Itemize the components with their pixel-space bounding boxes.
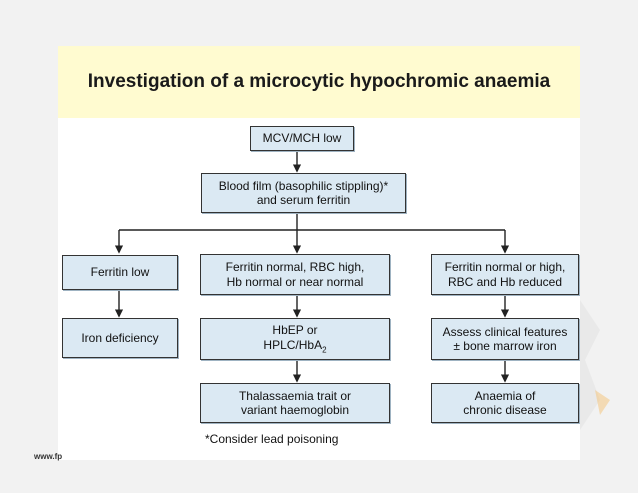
node-blood-film: Blood film (basophilic stippling)* and s… bbox=[201, 173, 406, 213]
node-mcv-mch-low: MCV/MCH low bbox=[250, 126, 354, 151]
node-ferritin-normal-or-high: Ferritin normal or high, RBC and Hb redu… bbox=[431, 254, 579, 295]
node-ferritin-normal-rbc-high: Ferritin normal, RBC high, Hb normal or … bbox=[200, 254, 390, 295]
node-hbep-hplc-line2: HPLC/HbA2 bbox=[263, 338, 326, 355]
footnote: *Consider lead poisoning bbox=[205, 432, 339, 446]
node-assess-clinical-line2: ± bone marrow iron bbox=[453, 339, 557, 353]
node-blood-film-line1: Blood film (basophilic stippling)* bbox=[218, 178, 389, 193]
node-anaemia-chronic-line1: Anaemia of bbox=[474, 388, 536, 403]
node-ferritin-normal-or-high-line1: Ferritin normal or high, bbox=[444, 260, 566, 275]
node-anaemia-chronic: Anaemia of chronic disease bbox=[431, 383, 579, 423]
node-assess-clinical: Assess clinical features ± bone marrow i… bbox=[431, 318, 579, 360]
node-mcv-mch-low-text: MCV/MCH low bbox=[262, 131, 342, 146]
node-ferritin-normal-rbc-high-line2: Hb normal or near normal bbox=[226, 274, 364, 289]
node-assess-clinical-line1: Assess clinical features bbox=[442, 324, 568, 339]
watermark: www.fp bbox=[34, 452, 63, 461]
node-hbep-hplc-subscript: 2 bbox=[322, 345, 327, 355]
node-anaemia-chronic-line2: chronic disease bbox=[463, 403, 547, 417]
node-hbep-hplc: HbEP or HPLC/HbA2 bbox=[200, 318, 390, 360]
node-blood-film-line2: and serum ferritin bbox=[256, 193, 351, 207]
node-ferritin-low-text: Ferritin low bbox=[90, 265, 150, 280]
node-hbep-hplc-line1: HbEP or bbox=[272, 323, 318, 338]
node-ferritin-low: Ferritin low bbox=[62, 255, 178, 290]
title-band: Investigation of a microcytic hypochromi… bbox=[58, 46, 580, 118]
node-thalassaemia-line1: Thalassaemia trait or bbox=[238, 388, 352, 403]
node-iron-deficiency: Iron deficiency bbox=[62, 318, 178, 358]
node-iron-deficiency-text: Iron deficiency bbox=[81, 330, 159, 345]
node-hbep-hplc-line2-main: HPLC/HbA bbox=[263, 337, 323, 352]
node-thalassaemia: Thalassaemia trait or variant haemoglobi… bbox=[200, 383, 390, 423]
node-ferritin-normal-rbc-high-line1: Ferritin normal, RBC high, bbox=[225, 260, 365, 275]
node-ferritin-normal-or-high-line2: RBC and Hb reduced bbox=[447, 274, 563, 289]
node-thalassaemia-line2: variant haemoglobin bbox=[240, 403, 350, 417]
page-title: Investigation of a microcytic hypochromi… bbox=[87, 70, 551, 92]
